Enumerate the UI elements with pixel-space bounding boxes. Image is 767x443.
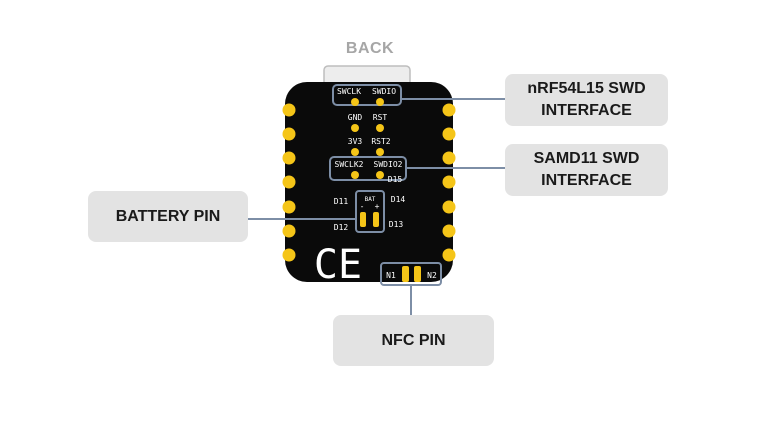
- callout-nrf-swd: nRF54L15 SWD INTERFACE: [505, 74, 668, 126]
- label-bat: BAT: [365, 196, 376, 203]
- pad-rst2: [376, 148, 384, 156]
- callout-battery-line1: BATTERY PIN: [115, 207, 221, 225]
- callout-battery: BATTERY PIN: [88, 191, 248, 242]
- nrf-swd-outline: [332, 84, 402, 106]
- label-bat-minus: -: [360, 202, 365, 211]
- label-d12: D12: [334, 223, 349, 232]
- label-d15: D15: [388, 175, 403, 184]
- right-edge-pads: [442, 103, 456, 262]
- label-d11: D11: [334, 197, 349, 206]
- label-d14: D14: [391, 195, 406, 204]
- callout-nrf-swd-line1: nRF54L15 SWD: [527, 80, 646, 97]
- label-swclk2: SWCLK2: [335, 160, 364, 169]
- pad-rst: [376, 124, 384, 132]
- label-swclk: SWCLK: [337, 87, 361, 96]
- callout-nfc-line1: NFC PIN: [381, 331, 446, 349]
- battery-outline: [355, 190, 385, 233]
- callout-samd-swd: SAMD11 SWD INTERFACE: [505, 144, 668, 196]
- pad-bat-plus: [373, 212, 379, 227]
- label-n2: N2: [427, 271, 437, 280]
- ce-mark: CE: [314, 242, 362, 288]
- pad-n2: [414, 266, 421, 282]
- label-bat-plus: +: [375, 202, 380, 211]
- callout-samd-swd-line2: INTERFACE: [541, 172, 632, 189]
- pad-swclk2: [351, 171, 359, 179]
- pad-bat-minus: [360, 212, 366, 227]
- pad-gnd: [351, 124, 359, 132]
- label-gnd: GND: [348, 113, 363, 122]
- label-n1: N1: [386, 271, 396, 280]
- label-d13: D13: [389, 220, 404, 229]
- callout-nrf-swd-line2: INTERFACE: [541, 102, 632, 119]
- callout-samd-swd-line1: SAMD11 SWD: [533, 150, 640, 167]
- label-swdio2: SWDIO2: [374, 160, 403, 169]
- board-body: [285, 82, 453, 282]
- callout-nfc: NFC PIN: [333, 315, 494, 366]
- pad-n1: [402, 266, 409, 282]
- pad-swdio2: [376, 171, 384, 179]
- label-3v3: 3V3: [348, 137, 363, 146]
- left-edge-pads: [282, 103, 296, 262]
- pad-swclk: [351, 98, 359, 106]
- label-swdio: SWDIO: [372, 87, 396, 96]
- pad-3v3: [351, 148, 359, 156]
- label-rst2: RST2: [371, 137, 390, 146]
- label-rst: RST: [373, 113, 388, 122]
- pad-swdio: [376, 98, 384, 106]
- view-label: BACK: [345, 40, 395, 57]
